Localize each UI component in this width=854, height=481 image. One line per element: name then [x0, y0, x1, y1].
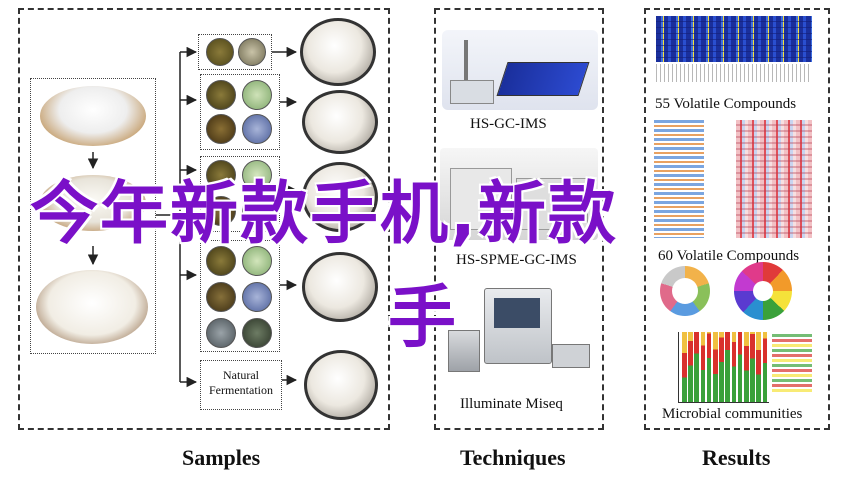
- stacked-bar-plot: [678, 332, 769, 403]
- stacked-bar: [750, 332, 755, 402]
- culture-plate: [242, 114, 272, 144]
- dough-image: [40, 175, 146, 231]
- natural-fermentation-label: Natural Fermentation: [209, 368, 273, 397]
- culture-plate: [206, 38, 234, 66]
- stacked-bar: [756, 332, 761, 402]
- culture-group-3: [200, 156, 280, 232]
- culture-plate: [206, 282, 236, 312]
- stacked-bar: [688, 332, 693, 402]
- stacked-bar: [700, 332, 706, 402]
- product-dish: [302, 90, 378, 154]
- culture-plate: [242, 246, 272, 276]
- fingerprint-heatmap: [656, 16, 812, 84]
- product-dish: [302, 162, 378, 232]
- technique-caption: HS-GC-IMS: [470, 116, 547, 132]
- results-title: Results: [702, 445, 771, 470]
- raw-material-box: [30, 78, 156, 354]
- culture-plate: [206, 80, 236, 110]
- clustered-heatmap: [654, 114, 822, 244]
- samples-panel: [18, 8, 390, 430]
- culture-plate: [242, 80, 272, 110]
- result-caption: 55 Volatile Compounds: [655, 96, 797, 112]
- stacked-bar: [737, 332, 743, 402]
- culture-plate: [238, 38, 266, 66]
- culture-plate: [206, 196, 236, 226]
- product-dish: [304, 350, 378, 420]
- batter-image: [36, 270, 148, 344]
- rice-image: [40, 86, 146, 146]
- stacked-bar: [744, 332, 749, 402]
- stacked-bar: [706, 332, 712, 402]
- overlay-text-line2: 手: [388, 279, 457, 358]
- culture-group-4: [200, 240, 280, 352]
- result-caption: 60 Volatile Compounds: [658, 248, 800, 264]
- culture-plate: [206, 114, 236, 144]
- culture-group-2: [200, 74, 280, 150]
- culture-plate: [242, 196, 272, 226]
- overlay-text-line1: 今年新款手机,新款: [30, 175, 618, 254]
- stacked-bar: [719, 332, 724, 402]
- culture-plate: [242, 160, 272, 190]
- natural-fermentation-box: [200, 360, 282, 410]
- techniques-title: Techniques: [460, 445, 566, 470]
- techniques-panel: [434, 8, 604, 430]
- stacked-bar: [731, 332, 737, 402]
- culture-plate: [206, 246, 236, 276]
- stacked-bar: [762, 332, 768, 402]
- product-dish: [300, 18, 376, 86]
- culture-plate: [206, 160, 236, 190]
- stacked-bar: [713, 332, 718, 402]
- results-panel: [644, 8, 830, 430]
- culture-plate: [206, 318, 236, 348]
- culture-plate: [242, 318, 272, 348]
- stacked-bar: [725, 332, 730, 402]
- gc-ms-instrument: [440, 148, 598, 240]
- technique-caption: Illuminate Miseq: [460, 396, 563, 412]
- result-caption: Microbial communities: [662, 406, 803, 422]
- gc-ims-instrument: [442, 30, 598, 110]
- culture-group-1: [198, 34, 272, 70]
- product-dish: [302, 252, 378, 322]
- stacked-bar-legend: [772, 334, 812, 394]
- technique-caption: HS-SPME-GC-IMS: [456, 252, 577, 268]
- stacked-bar: [694, 332, 699, 402]
- flower-plot: [753, 281, 773, 301]
- sequencer-instrument: [444, 286, 594, 386]
- culture-plate: [242, 282, 272, 312]
- circular-plot: [672, 278, 698, 304]
- stacked-bar: [682, 332, 687, 402]
- samples-title: Samples: [182, 445, 261, 470]
